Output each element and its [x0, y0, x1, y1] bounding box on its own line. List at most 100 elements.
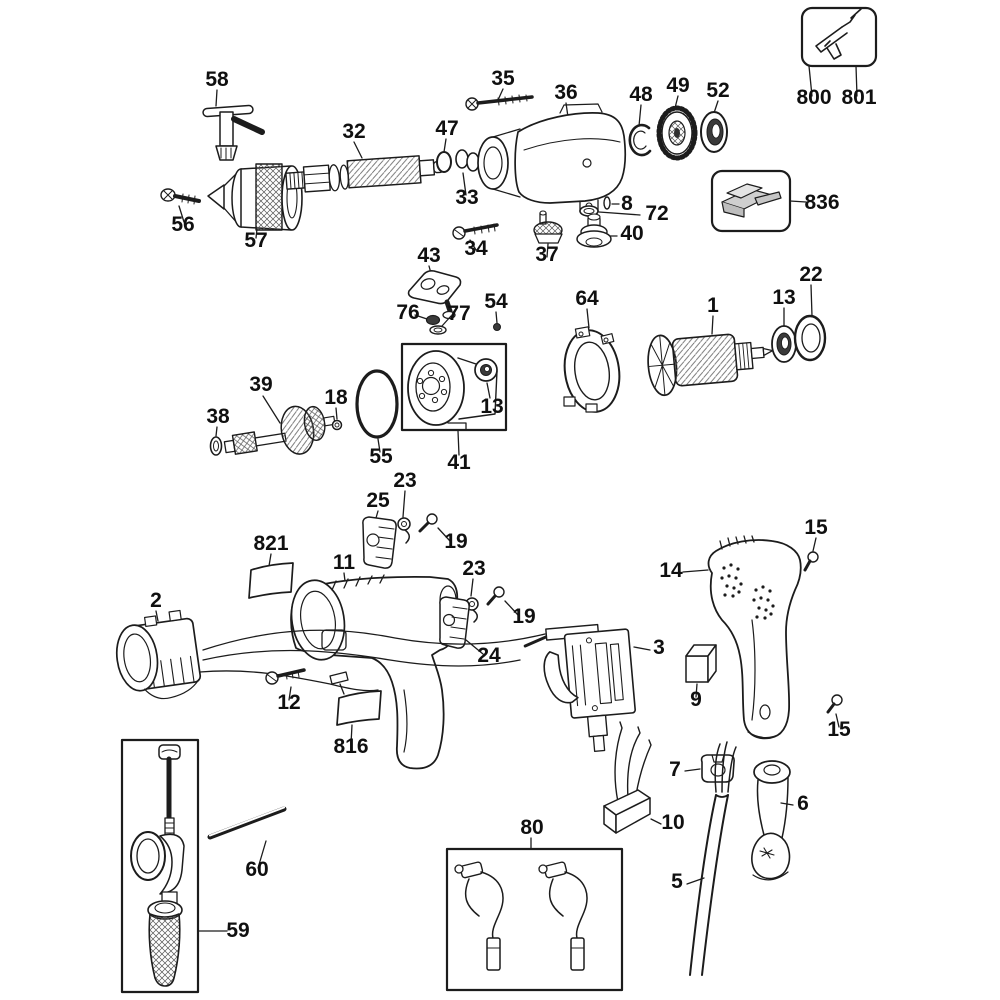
part-5-power-cord: 5: [671, 741, 737, 976]
part-label-32: 32: [342, 120, 365, 143]
part-23-clip-upper: 23: [393, 469, 417, 544]
part-label-37: 37: [535, 243, 558, 266]
part-label-15b: 15: [827, 718, 851, 741]
part-55-o-ring: 55: [355, 369, 399, 468]
part-label-2: 2: [150, 589, 162, 612]
part-64-baffle: 64: [563, 287, 621, 413]
part-label-3: 3: [653, 636, 665, 659]
part-36-gear-housing: 36: [477, 81, 627, 213]
part-80-brush-1: [454, 861, 504, 971]
part-label-54: 54: [484, 290, 508, 313]
part-12-screw: 12: [265, 668, 306, 714]
part-25-holder: 25: [362, 489, 397, 569]
belt-clip: [721, 183, 782, 218]
part-47-o-ring: 47: [435, 117, 459, 173]
part-label-10: 10: [661, 811, 684, 834]
part-label-5: 5: [671, 870, 683, 893]
part-60-rod: 60: [207, 806, 287, 881]
part-22-ring: 22: [793, 263, 827, 362]
part-6-cord-protector: 6: [751, 760, 809, 881]
part-label-47: 47: [435, 117, 458, 140]
part-57-chuck: 57: [207, 163, 303, 252]
part-77-washer: 77: [429, 302, 471, 335]
part-2-field: 2: [115, 589, 546, 700]
part-label-38: 38: [206, 405, 230, 428]
part-label-43: 43: [417, 244, 440, 267]
part-label-40: 40: [620, 222, 643, 245]
part-label-22: 22: [799, 263, 822, 286]
part-label-56: 56: [171, 213, 194, 236]
part-label-59: 59: [226, 919, 249, 942]
part-label-15a: 15: [804, 516, 828, 539]
inset-box-59: 59: [120, 738, 250, 994]
part-label-8: 8: [621, 192, 633, 215]
part-label-801: 801: [841, 86, 876, 109]
part-label-9: 9: [690, 688, 702, 711]
part-label-18: 18: [324, 386, 348, 409]
inset-box-800-801: 800 801: [796, 6, 878, 109]
part-label-24: 24: [477, 644, 501, 667]
part-label-33: 33: [455, 186, 478, 209]
part-label-19a: 19: [444, 530, 467, 553]
part-10-connector: 10: [603, 721, 685, 834]
part-label-72: 72: [645, 202, 668, 225]
part-label-800: 800: [796, 86, 831, 109]
part-label-12: 12: [277, 691, 300, 714]
part-40-cap: 40: [576, 213, 644, 248]
field-wires: [199, 629, 546, 692]
part-label-34: 34: [464, 237, 488, 260]
part-label-60: 60: [245, 858, 268, 881]
part-9-block: 9: [685, 644, 717, 711]
part-54-ball: 54: [484, 290, 508, 331]
part-35-screw: 35: [465, 67, 534, 111]
part-label-77: 77: [447, 302, 470, 325]
part-11-housing: 11: [290, 551, 459, 770]
part-label-7: 7: [669, 758, 681, 781]
part-13-bearing-in-box: 13: [474, 358, 504, 418]
part-label-23a: 23: [393, 469, 416, 492]
part-1-armature: 1: [647, 294, 774, 397]
part-label-80: 80: [520, 816, 543, 839]
part-15-screw-bottom: 15: [826, 694, 851, 741]
part-label-64: 64: [575, 287, 599, 310]
part-80-brush-2: [538, 861, 588, 971]
part-816-label: 816: [333, 690, 382, 758]
inset-box-41: 13 41: [400, 342, 508, 474]
drill-icon: [815, 8, 862, 60]
part-label-13a: 13: [772, 286, 795, 309]
part-49-gear: 49: [656, 74, 698, 161]
part-41-gear-case: [407, 350, 498, 430]
part-34-screw: 34: [452, 223, 499, 260]
part-18-washer: 18: [324, 386, 348, 431]
part-7-cord-clamp: 7: [669, 754, 735, 783]
part-label-13b: 13: [480, 395, 503, 418]
part-label-39: 39: [249, 373, 272, 396]
part-37-gear: 37: [533, 210, 563, 266]
part-38-o-ring: 38: [206, 405, 230, 456]
part-label-52: 52: [706, 79, 729, 102]
part-label-25: 25: [366, 489, 390, 512]
part-label-1: 1: [707, 294, 719, 317]
grip-dots-pad-1: [720, 563, 743, 598]
part-56-screw: 56: [160, 188, 201, 236]
part-58-chuck-key: 58: [202, 68, 265, 161]
part-label-816: 816: [333, 735, 368, 758]
part-label-49: 49: [666, 74, 689, 97]
part-19-screw-upper: 19: [418, 513, 468, 553]
grip-dots-pad-2: [752, 585, 775, 620]
part-14-handle: 14: [659, 535, 802, 740]
part-32-spindle: 32: [285, 120, 444, 193]
part-3-switch: 3: [523, 623, 665, 752]
part-821-label: 821: [248, 532, 294, 599]
part-label-41: 41: [447, 451, 471, 474]
part-52-bearing: 52: [700, 79, 730, 153]
part-label-19b: 19: [512, 605, 535, 628]
part-label-11: 11: [333, 551, 356, 574]
part-label-836: 836: [804, 191, 839, 214]
part-13-bearing-right: 13: [771, 286, 797, 363]
part-72-o-ring: 72: [579, 202, 669, 225]
part-label-6: 6: [797, 792, 809, 815]
part-23-clip-lower: 23: [462, 557, 486, 623]
